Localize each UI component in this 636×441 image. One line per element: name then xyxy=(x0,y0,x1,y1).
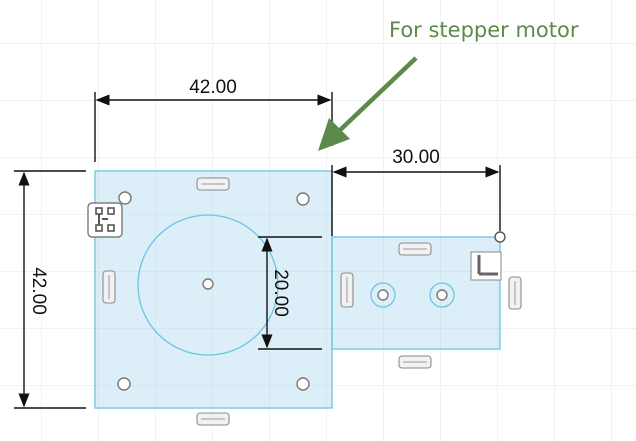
vertical-constraint-icon[interactable] xyxy=(508,276,522,310)
mount-hole[interactable] xyxy=(117,377,131,391)
vertical-constraint-icon[interactable] xyxy=(102,270,116,304)
vertical-constraint-icon[interactable] xyxy=(340,272,354,308)
fix-constraint-icon[interactable] xyxy=(87,202,123,238)
dimension-top-width-label: 42.00 xyxy=(189,77,237,98)
dimension-right-extension-label: 30.00 xyxy=(392,147,440,168)
mount-hole[interactable] xyxy=(296,377,310,391)
dimension-left-height[interactable]: 42.00 xyxy=(14,170,86,409)
extension-hole[interactable] xyxy=(370,282,396,308)
dimension-circle-diameter-label: 20.00 xyxy=(270,269,291,317)
extension-hole[interactable] xyxy=(429,282,455,308)
dimension-right-extension[interactable]: 30.00 xyxy=(331,147,501,236)
dimension-circle-diameter[interactable]: 20.00 xyxy=(258,236,322,350)
dimension-left-height-label: 42.00 xyxy=(28,267,49,315)
mount-hole[interactable] xyxy=(118,191,132,205)
callout-arrow xyxy=(318,56,418,151)
motor-boss-circle[interactable] xyxy=(137,214,279,356)
motor-mount-profile[interactable] xyxy=(94,170,333,409)
center-point[interactable] xyxy=(202,278,214,290)
horizontal-constraint-icon[interactable] xyxy=(196,177,230,191)
horizontal-constraint-icon[interactable] xyxy=(398,242,432,256)
mount-hole[interactable] xyxy=(296,192,310,206)
perpendicular-constraint-icon[interactable] xyxy=(470,251,502,281)
callout-note: For stepper motor xyxy=(389,18,579,42)
horizontal-constraint-icon[interactable] xyxy=(196,412,230,426)
horizontal-constraint-icon[interactable] xyxy=(398,355,432,369)
sketch-point[interactable] xyxy=(494,231,506,243)
